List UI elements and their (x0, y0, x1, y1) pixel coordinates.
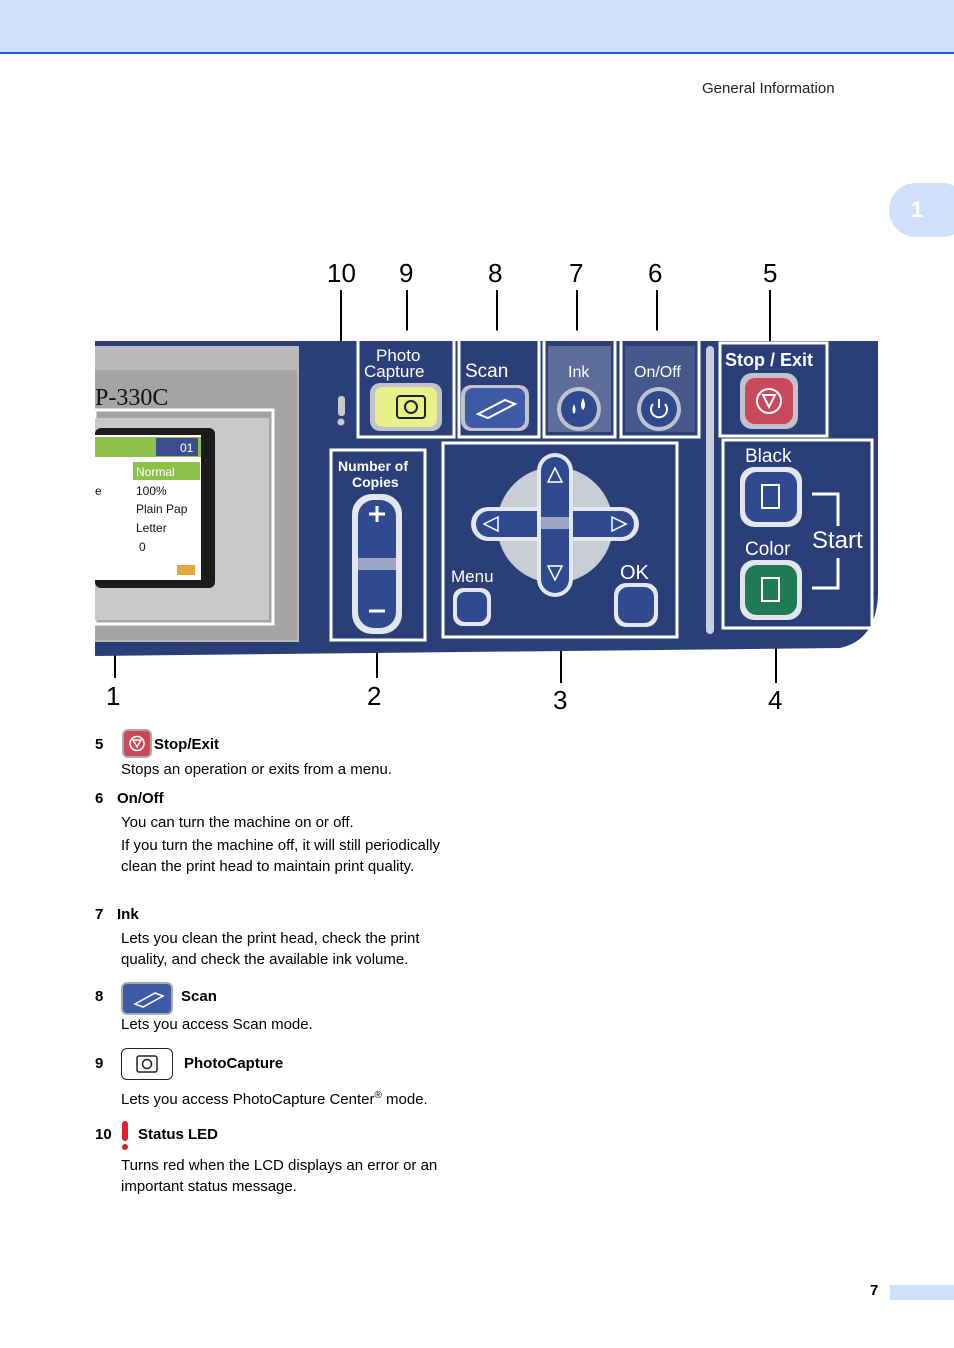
lcd-row-prefix: e (95, 484, 102, 498)
copies-label-1: Number of (338, 458, 408, 474)
scan-icon (121, 982, 173, 1015)
callout-4: 4 (768, 685, 782, 710)
item-9-desc-text: Lets you access PhotoCapture Center (121, 1091, 375, 1108)
item-9-number: 9 (95, 1055, 104, 1072)
callout-7: 7 (569, 258, 583, 288)
item-10-desc: Turns red when the LCD displays an error… (121, 1157, 438, 1195)
item-6-number: 6 (95, 790, 104, 807)
item-7-title: Ink (117, 906, 139, 923)
exclamation-icon (120, 1121, 130, 1151)
control-panel-figure: 10 9 8 7 6 5 1 2 3 4 P-330C 01 Normal e … (93, 258, 878, 710)
camera-icon (121, 1048, 173, 1080)
item-8-desc: Lets you access Scan mode. (121, 1016, 313, 1033)
callout-5: 5 (763, 258, 777, 288)
lcd-row-paper-type: Plain Pap (136, 502, 188, 516)
photo-capture-button[interactable] (370, 383, 442, 431)
lcd-row-quality: Normal (136, 465, 175, 479)
callout-8: 8 (488, 258, 502, 288)
ok-label: OK (620, 562, 650, 584)
photo-capture-label-1: Photo (376, 346, 420, 365)
chapter-tab: 1 (889, 183, 954, 237)
menu-button[interactable] (453, 588, 491, 626)
item-9-desc-suffix: mode. (381, 1091, 428, 1108)
header-band (0, 0, 954, 54)
lcd-row-enlarge: 100% (136, 484, 167, 498)
item-9-title: PhotoCapture (184, 1055, 284, 1072)
callout-6: 6 (648, 258, 662, 288)
item-5-number: 5 (95, 736, 104, 753)
callout-3: 3 (553, 685, 567, 710)
item-9-desc: Lets you access PhotoCapture Center® mod… (121, 1086, 466, 1111)
black-label: Black (745, 446, 792, 467)
callout-1: 1 (106, 681, 120, 710)
lcd-row-paper-size: Letter (136, 521, 167, 535)
stop-exit-label: Stop / Exit (725, 350, 813, 370)
section-title: General Information (702, 80, 835, 97)
power-button[interactable] (637, 387, 681, 431)
item-6-desc-2: If you turn the machine off, it will sti… (121, 837, 441, 875)
lcd-page-indicator: 01 (180, 441, 194, 455)
stop-exit-button[interactable] (740, 373, 798, 429)
item-7-number: 7 (95, 906, 104, 923)
scan-label: Scan (465, 361, 508, 382)
color-start-button[interactable] (740, 560, 802, 620)
item-10-number: 10 (95, 1126, 112, 1143)
copies-label-2: Copies (352, 474, 399, 490)
item-6-title: On/Off (117, 790, 164, 807)
callout-2: 2 (367, 681, 381, 710)
model-name: P-330C (95, 385, 168, 411)
photo-capture-label-2: Capture (364, 362, 424, 381)
menu-label: Menu (451, 567, 494, 586)
start-label: Start (812, 527, 863, 554)
scan-button[interactable] (461, 385, 529, 431)
item-6-desc-1: You can turn the machine on or off. (121, 814, 354, 831)
item-8-number: 8 (95, 988, 104, 1005)
ok-button[interactable] (614, 583, 658, 627)
footer-bar (890, 1285, 954, 1300)
page-number: 7 (870, 1282, 879, 1299)
ink-label: Ink (568, 364, 590, 381)
black-start-button[interactable] (740, 467, 802, 527)
stop-exit-icon (122, 729, 152, 758)
callout-9: 9 (399, 258, 413, 288)
item-5-desc: Stops an operation or exits from a menu. (121, 761, 392, 778)
item-10-title: Status LED (138, 1126, 219, 1143)
ink-button[interactable] (557, 387, 601, 431)
item-8-title: Scan (181, 988, 217, 1005)
color-label: Color (745, 539, 791, 560)
navigation-pad[interactable] (471, 453, 639, 597)
callout-10: 10 (327, 258, 356, 288)
item-7-desc: Lets you clean the print head, check the… (121, 930, 420, 968)
item-5-title: Stop/Exit (154, 736, 220, 753)
registered-mark: ® (374, 1090, 382, 1101)
copies-rocker[interactable] (352, 494, 402, 634)
lcd-row-brightness: 0 (139, 540, 146, 554)
on-off-label: On/Off (634, 364, 681, 381)
